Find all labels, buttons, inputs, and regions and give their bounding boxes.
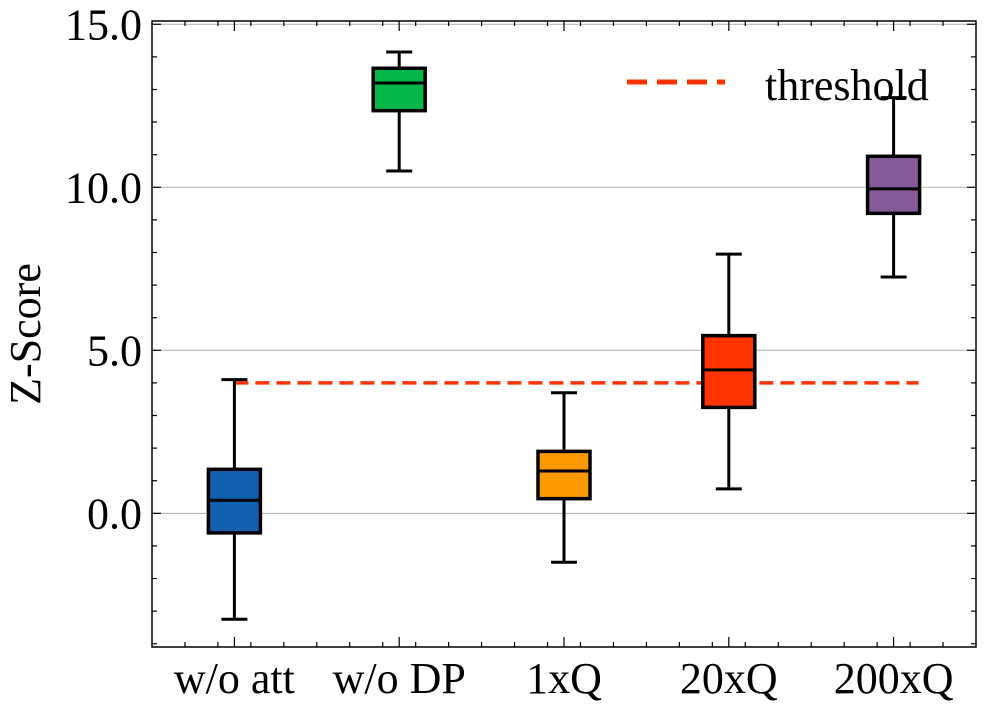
x-tick-label-3: 20xQ bbox=[680, 654, 778, 703]
box-1 bbox=[371, 50, 427, 173]
box-4 bbox=[865, 96, 922, 279]
box-body bbox=[865, 154, 922, 216]
box-2 bbox=[536, 391, 592, 564]
y-tick-label-2: 10.0 bbox=[65, 163, 142, 212]
box-body bbox=[371, 66, 427, 113]
y-axis-label: Z-Score bbox=[1, 263, 50, 405]
axes: 0.0 5.0 10.0 15.0 w/o att w/o DP 1xQ 20xQ 200xQ bbox=[65, 0, 977, 703]
box-0 bbox=[206, 378, 263, 621]
y-tick-label-1: 5.0 bbox=[87, 326, 142, 375]
y-tick-label-0: 0.0 bbox=[87, 489, 142, 538]
legend: threshold bbox=[627, 61, 929, 110]
y-tick-label-3: 15.0 bbox=[65, 0, 142, 49]
box-3 bbox=[701, 252, 757, 491]
x-tick-label-2: 1xQ bbox=[526, 654, 602, 703]
box-body bbox=[536, 449, 592, 501]
x-tick-label-1: w/o DP bbox=[333, 654, 466, 703]
box-layer bbox=[206, 50, 922, 621]
box-body bbox=[701, 333, 757, 410]
legend-threshold-label: threshold bbox=[765, 61, 929, 110]
x-tick-label-0: w/o att bbox=[174, 654, 295, 703]
x-tick-label-4: 200xQ bbox=[834, 654, 954, 703]
